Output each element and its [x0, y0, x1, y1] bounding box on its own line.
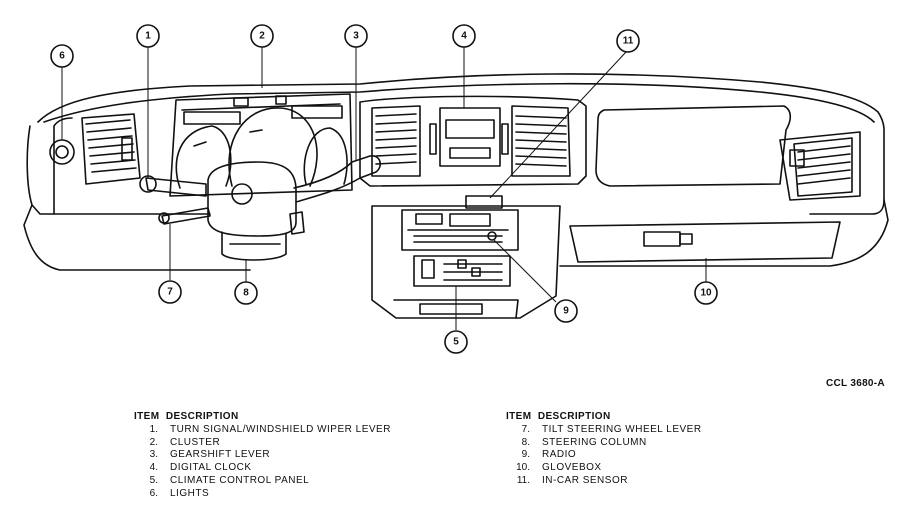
in-car-sensor — [465, 195, 503, 209]
legend-item-description: CLIMATE CONTROL PANEL — [170, 474, 310, 486]
legend-item: 4. DIGITAL CLOCK — [134, 462, 391, 475]
legend-item: 11. IN-CAR SENSOR — [506, 475, 702, 488]
legend-item: 1. TURN SIGNAL/WINDSHIELD WIPER LEVER — [134, 424, 391, 437]
callout-marker-6 — [50, 44, 74, 68]
center-stack — [359, 95, 587, 187]
callout-label-4: 4 — [461, 31, 467, 42]
callout-label-7: 7 — [167, 287, 173, 298]
legend-item-number: 1. — [149, 423, 158, 435]
legend-item: 9. RADIO — [506, 449, 702, 462]
callout-markers — [50, 24, 718, 354]
callout-marker-7 — [158, 280, 182, 304]
radio — [401, 209, 519, 251]
legend-item-description: TURN SIGNAL/WINDSHIELD WIPER LEVER — [170, 423, 391, 435]
legend-item-description: CLUSTER — [170, 436, 221, 448]
legend-item: 8. STEERING COLUMN — [506, 437, 702, 450]
legend-item-description: TILT STEERING WHEEL LEVER — [542, 423, 702, 435]
legend-item-description: GEARSHIFT LEVER — [170, 449, 271, 461]
dashboard-shell — [23, 73, 889, 271]
callout-label-6: 6 — [59, 51, 65, 62]
callout-label-11: 11 — [623, 36, 634, 47]
figure-reference-code: CCL 3680-A — [826, 378, 885, 389]
legend-item-description: IN-CAR SENSOR — [542, 474, 628, 486]
legend-item: 7. TILT STEERING WHEEL LEVER — [506, 424, 702, 437]
callout-marker-5 — [444, 330, 468, 354]
callout-marker-8 — [234, 281, 258, 305]
legend-item: 2. CLUSTER — [134, 437, 391, 450]
legend-item-description: RADIO — [542, 449, 577, 461]
legend-item-description: STEERING COLUMN — [542, 436, 647, 448]
legend-right-column: ITEM DESCRIPTION 7. TILT STEERING WHEEL L… — [506, 411, 702, 488]
legend-item-number: 9. — [521, 449, 530, 461]
callout-labels: 1 2 3 4 5 6 7 8 9 10 11 — [59, 31, 712, 348]
legend-left-column: ITEM DESCRIPTION 1. TURN SIGNAL/WINDSHIEL… — [134, 411, 391, 501]
callout-marker-10 — [694, 281, 718, 305]
legend-item-number: 3. — [149, 449, 158, 461]
left-air-vent — [81, 113, 141, 185]
callout-label-10: 10 — [700, 288, 712, 299]
digital-clock — [429, 107, 509, 167]
legend-item-number: 10. — [516, 462, 530, 474]
callout-label-2: 2 — [259, 31, 265, 42]
steering-wheel-hub — [207, 161, 297, 237]
steering-column — [221, 231, 287, 261]
legend-header: ITEM DESCRIPTION — [506, 411, 611, 422]
legend-item-description: LIGHTS — [170, 487, 210, 499]
legend-item-number: 6. — [149, 487, 158, 499]
legend-item-description: GLOVEBOX — [542, 462, 602, 474]
callout-marker-2 — [250, 24, 274, 48]
lower-console — [371, 205, 561, 319]
callout-marker-4 — [452, 24, 476, 48]
callout-label-1: 1 — [145, 31, 151, 42]
legend-item-description: DIGITAL CLOCK — [170, 462, 252, 474]
callout-label-5: 5 — [453, 337, 459, 348]
legend-item-number: 2. — [149, 436, 158, 448]
legend-item: 6. LIGHTS — [134, 488, 391, 501]
callout-marker-9 — [554, 299, 578, 323]
instrument-cluster — [169, 93, 353, 197]
callout-label-8: 8 — [243, 288, 249, 299]
callout-marker-3 — [344, 24, 368, 48]
legend-header: ITEM DESCRIPTION — [134, 411, 239, 422]
glovebox — [569, 105, 841, 263]
legend-item-number: 5. — [149, 474, 158, 486]
callout-marker-1 — [136, 24, 160, 48]
legend-item-number: 7. — [521, 423, 530, 435]
legend-item: 3. GEARSHIFT LEVER — [134, 449, 391, 462]
callout-label-3: 3 — [353, 31, 359, 42]
legend-item-number: 4. — [149, 462, 158, 474]
legend-item-number: 8. — [521, 436, 530, 448]
legend-item: 5. CLIMATE CONTROL PANEL — [134, 475, 391, 488]
turn-signal-lever — [139, 175, 207, 197]
climate-control-panel — [413, 255, 511, 287]
tilt-lever — [158, 207, 211, 225]
callout-marker-11 — [616, 29, 640, 53]
leader-lines — [61, 46, 707, 330]
callout-label-9: 9 — [563, 306, 569, 317]
right-air-vent — [789, 137, 853, 197]
legend-item: 10. GLOVEBOX — [506, 462, 702, 475]
legend-item-number: 11. — [516, 474, 530, 486]
gearshift-lever — [289, 155, 382, 235]
